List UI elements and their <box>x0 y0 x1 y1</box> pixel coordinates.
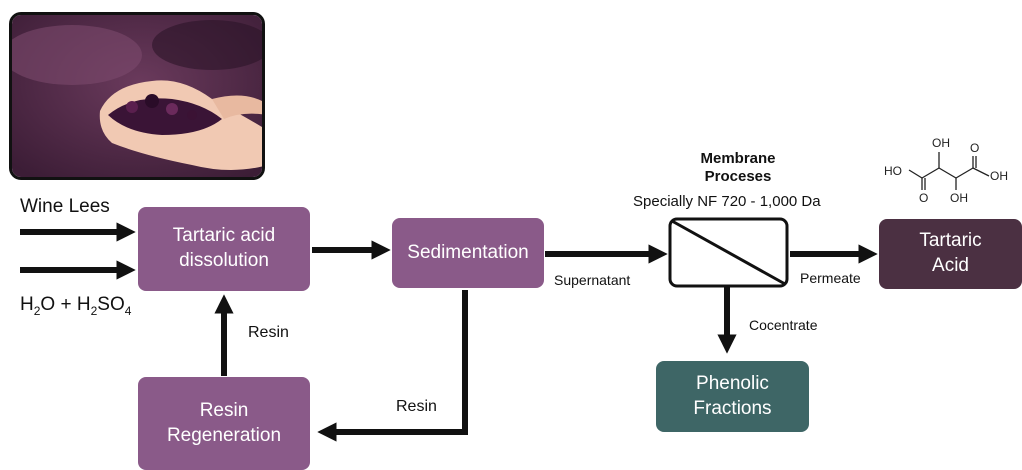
resin-up-label: Resin <box>248 324 289 341</box>
water-acid-label: H2O + H2SO4 <box>20 294 132 318</box>
membrane-spec: Specially NF 720 - 1,000 Da <box>633 193 821 210</box>
membrane-title: Membrane Proceses <box>700 150 776 185</box>
resin-return-arrow <box>317 290 468 442</box>
resin-regeneration-box: Resin Regeneration <box>138 377 310 470</box>
membrane-module <box>668 217 789 288</box>
sedimentation-box: Sedimentation <box>392 218 544 288</box>
supernatant-label: Supernatant <box>554 272 631 288</box>
oh-bottom-group: OH <box>950 191 968 205</box>
oh-right-group: OH <box>990 169 1008 183</box>
o-right-group: O <box>970 141 979 155</box>
wine-lees-label: Wine Lees <box>20 196 110 217</box>
oh-top-group: OH <box>932 136 950 150</box>
concentrate-label: Cocentrate <box>749 317 818 333</box>
resin-return-label: Resin <box>396 398 437 415</box>
tartaric-acid-structure-icon: HO OH OH OH O O <box>884 136 1008 205</box>
grape-pomace-in-hand-photo <box>12 15 262 177</box>
pomace-photo <box>9 12 265 180</box>
permeate-label: Permeate <box>800 270 861 286</box>
o-left-group: O <box>919 191 928 205</box>
tartaric-acid-box: Tartaric Acid <box>879 219 1022 289</box>
tartaric-acid-dissolution-box: Tartaric acid dissolution <box>138 207 310 291</box>
ho-group: HO <box>884 164 902 178</box>
phenolic-fractions-box: Phenolic Fractions <box>656 361 809 432</box>
